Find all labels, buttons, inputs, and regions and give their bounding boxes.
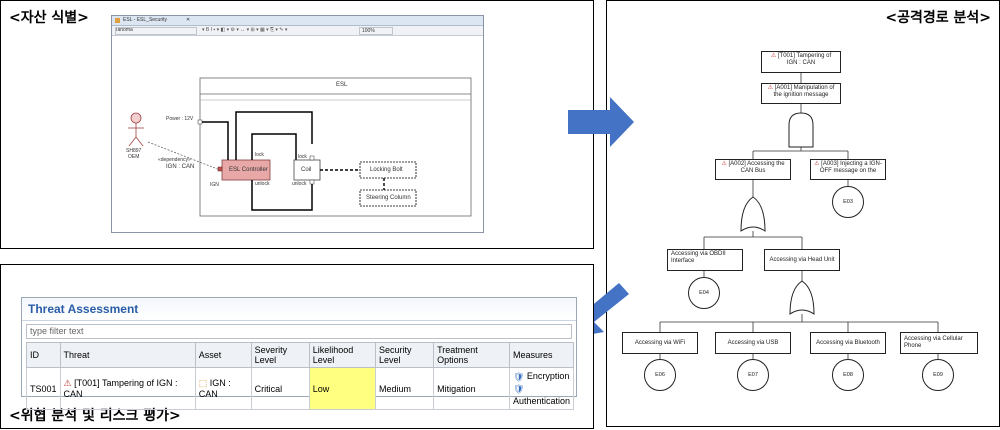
event-e06[interactable]: E06 [644, 359, 676, 391]
cell-likelihood[interactable]: Low [308, 366, 376, 411]
unlock-label-1: unlock [255, 181, 270, 187]
attack-icon: ⚠ [767, 85, 773, 91]
threat-table: ID Threat Asset Severity Level Likelihoo… [26, 342, 575, 411]
col-id[interactable]: ID [26, 342, 61, 368]
attack-path-panel: <공격경로 분석> [606, 0, 1000, 427]
tree-node-obdii[interactable]: Accessing via OBDII Interface [667, 249, 743, 271]
asset-identification-panel: <자산 식별> ESL - ESL_Security ✕ Tahoma ▾ B … [0, 0, 594, 249]
locking-bolt-label: Locking Bolt [370, 167, 403, 173]
dependency-label: «dependency» [158, 157, 191, 163]
tree-node-a003[interactable]: ⚠ [A003] Injecting a IGN-OFF message on … [810, 159, 886, 180]
event-e04[interactable]: E04 [688, 277, 720, 309]
threat-assessment-title: Threat Assessment [22, 298, 576, 321]
actor-label-1: SH897 [126, 148, 142, 154]
coil-label: Coil [301, 167, 312, 173]
event-e09[interactable]: E09 [922, 359, 954, 391]
zoom-select[interactable]: 100% [359, 27, 393, 35]
table-header-row: ID Threat Asset Severity Level Likelihoo… [26, 342, 575, 368]
threat-panel-title: <위협 분석 및 리스크 평가> [9, 408, 181, 424]
close-tab-icon[interactable]: ✕ [186, 17, 191, 23]
tree-node-bluetooth[interactable]: Accessing via Bluetooth [810, 332, 886, 354]
event-e08[interactable]: E08 [832, 359, 864, 391]
actor-label-2: OEM [128, 154, 140, 160]
tree-node-a002[interactable]: ⚠ [A002] Accessing the CAN Bus [715, 159, 791, 180]
lock-label-2: lock [298, 154, 307, 160]
modeler-toolbar: Tahoma ▾ B I ▪ ▾ ◧ ▾ ⚙ ▾ ↔ ▾ ⊞ ▾ ▦ ▾ ⎘ ▾… [112, 26, 483, 36]
col-asset[interactable]: Asset [194, 342, 252, 368]
power-label: Power : 12V [166, 116, 194, 122]
ign-can-label: IGN : CAN [166, 164, 195, 170]
cell-severity: Critical [250, 366, 310, 411]
esl-label: ESL [336, 82, 348, 88]
font-dropdown[interactable] [115, 27, 197, 35]
modeler-window: ESL - ESL_Security ✕ Tahoma ▾ B I ▪ ▾ ◧ … [111, 15, 484, 233]
lock-wire-top [235, 111, 313, 160]
shield-icon: 🛡 [512, 384, 525, 395]
coil-port-top [309, 155, 315, 161]
col-likelihood[interactable]: Likelihood Level [308, 342, 376, 368]
attack-icon: ⚠ [721, 161, 727, 167]
tree-node-headunit[interactable]: Accessing via Head Unit [764, 249, 840, 271]
attack-panel-title: <공격경로 분석> [885, 10, 991, 26]
threat-icon: ⚠ [63, 378, 72, 389]
attack-icon: ⚠ [814, 161, 820, 167]
cell-measures: 🛡 Encryption 🛡 Authentication [508, 366, 575, 411]
col-treatment[interactable]: Treatment Options [433, 342, 510, 368]
ign-port [217, 166, 223, 172]
col-measures[interactable]: Measures [508, 342, 575, 368]
esl-controller-label: ESL Controller [229, 167, 268, 173]
oem-actor-icon [128, 112, 144, 147]
threat-analysis-panel: <위협 분석 및 리스크 평가> Threat Assessment type … [0, 264, 594, 429]
diagram-icon [115, 18, 120, 23]
measure-item[interactable]: 🛡 Encryption [512, 371, 570, 382]
measure-item[interactable]: 🛡 Authentication [512, 384, 570, 407]
threat-icon: ⚠ [770, 53, 777, 59]
coil-port-bottom [309, 179, 315, 185]
threat-assessment-view: Threat Assessment type filter text ID Th… [21, 297, 577, 411]
unlock-wire [251, 180, 313, 211]
col-security[interactable]: Security Level [374, 342, 435, 368]
tree-node-a001[interactable]: ⚠ [A001] Manipulation of the ignition me… [761, 83, 841, 104]
event-e03[interactable]: E03 [832, 186, 864, 218]
asset-diagram-canvas [128, 77, 472, 217]
tree-node-wifi[interactable]: Accessing via WiFi [622, 332, 698, 354]
attack-tree-lines [659, 72, 939, 359]
unlock-label-2: unlock [292, 181, 307, 187]
filter-input[interactable]: type filter text [26, 324, 572, 339]
shield-icon: 🛡 [512, 371, 525, 382]
col-severity[interactable]: Severity Level [250, 342, 310, 368]
event-e07[interactable]: E07 [737, 359, 769, 391]
steering-column-box [359, 189, 417, 207]
cell-security: Medium [374, 366, 435, 411]
tree-node-cellular[interactable]: Accessing via Cellular Phone [900, 332, 978, 354]
arrow-right-icon [568, 97, 634, 147]
or-gate-icon [740, 196, 766, 232]
dependency-line [147, 141, 221, 171]
cell-threat: ⚠ [T001] Tampering of IGN : CAN [59, 366, 196, 411]
lock-wire-2 [251, 133, 297, 160]
or-gate-icon-2 [789, 280, 815, 315]
modeler-tab-bar: ESL - ESL_Security ✕ [112, 16, 483, 26]
ign-label: IGN [210, 182, 219, 188]
table-row[interactable]: TS001 ⚠ [T001] Tampering of IGN : CAN ⬚ … [26, 366, 575, 411]
col-threat[interactable]: Threat [59, 342, 196, 368]
lock-label-1: lock [255, 152, 264, 158]
cell-treatment: Mitigation [433, 366, 510, 411]
and-gate-icon [788, 112, 814, 148]
locking-bolt-box [359, 161, 417, 179]
power-wire [202, 121, 229, 160]
asset-port-icon: ⬚ [198, 378, 208, 389]
asset-panel-title: <자산 식별> [9, 10, 89, 26]
toolbar-icons[interactable]: ▾ B I ▪ ▾ ◧ ▾ ⚙ ▾ ↔ ▾ ⊞ ▾ ▦ ▾ ⎘ ▾ ✎ ▾ [202, 27, 288, 33]
cell-asset: ⬚ IGN : CAN [194, 366, 252, 411]
tree-node-usb[interactable]: Accessing via USB [715, 332, 791, 354]
cell-id: TS001 [26, 366, 61, 411]
tree-node-root[interactable]: ⚠ [T001] Tampering of IGN : CAN [761, 51, 841, 73]
steering-column-label: Steering Column [366, 195, 411, 201]
modeler-tab-title[interactable]: ESL - ESL_Security [123, 17, 168, 23]
esl-frame [199, 77, 472, 217]
font-select[interactable]: Tahoma [115, 27, 133, 33]
